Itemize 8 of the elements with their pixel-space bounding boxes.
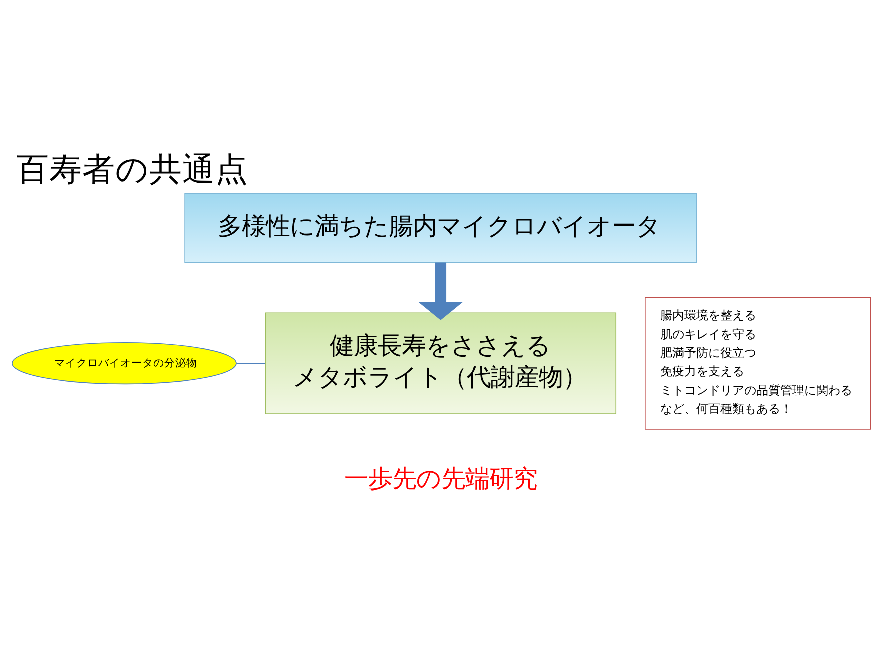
node-box: 健康長寿をささえる メタボライト（代謝産物） [265,312,617,414]
node-ellipse: マイクロバイオータの分泌物 [12,342,237,384]
node-box: 多様性に満ちた腸内マイクロバイオータ [184,192,698,263]
diagram-title: 百寿者の共通点 [16,150,249,188]
node-box: 腸内環境を整える 肌のキレイを守る 肥満予防に役立つ 免疫力を支える ミトコンドリアの品質管理に関わる など、何百種類もある！ [645,296,872,430]
connector [236,362,266,364]
label: 一歩先の先端研究 [344,464,538,493]
arrow [418,262,463,320]
